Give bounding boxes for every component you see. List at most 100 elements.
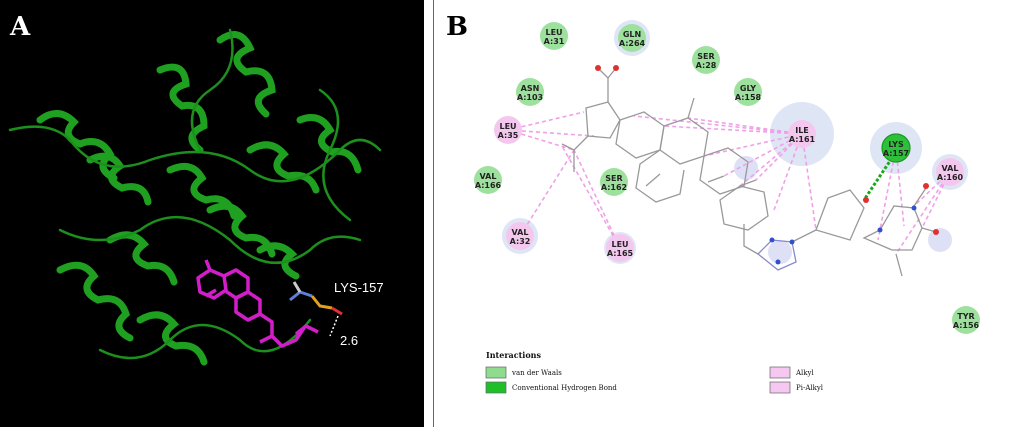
residue-number: A:156 <box>953 321 980 330</box>
residue-number: A:161 <box>789 135 816 144</box>
residue-number: A:31 <box>544 37 565 46</box>
hydrogen-bond-line <box>862 157 894 201</box>
legend-label-hbond: Conventional Hydrogen Bond <box>512 384 617 392</box>
residue-disc <box>952 306 980 334</box>
protein-cartoon: LYS-157 2.6 <box>8 28 384 366</box>
residue-number: A:157 <box>883 149 909 158</box>
alkyl-interaction-line <box>687 117 803 135</box>
residue-number: A:264 <box>619 39 646 48</box>
helix-4 <box>86 152 152 206</box>
residue-number: A:165 <box>607 249 634 258</box>
residue-disc <box>474 166 502 194</box>
helix-6 <box>296 114 362 174</box>
helix-1 <box>216 31 276 118</box>
residue-name: LEU <box>545 28 562 37</box>
alkyl-interaction-line <box>519 149 575 237</box>
residue-disc <box>540 22 568 50</box>
alkyl-interaction-line <box>895 147 905 227</box>
alkyl-interaction-line <box>801 133 817 231</box>
alkyl-interaction-line <box>877 147 897 241</box>
legend-label-vdw: van der Waals <box>511 369 562 377</box>
alkyl-interaction-line <box>573 149 621 249</box>
residue-disc <box>692 46 720 74</box>
residue-number: A:158 <box>735 93 762 102</box>
pi-alkyl-blob <box>734 156 758 180</box>
alkyl-interaction-line <box>507 129 595 137</box>
residue-disc <box>606 234 634 262</box>
loop-1 <box>8 125 382 183</box>
residue-name: TYR <box>957 312 974 321</box>
helix-12 <box>256 242 300 280</box>
heteroatoms <box>595 65 939 265</box>
residue-number: A:160 <box>937 173 964 182</box>
residue-name: SER <box>605 174 622 183</box>
legend-swatch-alkyl <box>769 366 791 379</box>
alkyl-interaction-line <box>561 145 621 249</box>
loop-2 <box>58 215 362 265</box>
residue-disc <box>881 133 911 163</box>
helix-10 <box>106 231 178 286</box>
legend-label-pi-alkyl: Pi-Alkyl <box>796 384 824 392</box>
helix-7 <box>166 162 238 220</box>
helix-5 <box>246 141 320 194</box>
interaction-diagram: LEUA:31GLNA:264SERA:28ASNA:103GLYA:158LE… <box>474 20 980 394</box>
pi-alkyl-blob <box>768 240 792 264</box>
alkyl-interaction-line <box>723 133 803 177</box>
legend-swatch-pi-alkyl <box>769 381 791 394</box>
residue-number: A:35 <box>498 131 519 140</box>
helix-11 <box>136 311 208 366</box>
residue-name: GLN <box>623 30 641 39</box>
helix-3 <box>36 110 118 182</box>
residue-name: LEU <box>499 122 516 131</box>
loop-3 <box>98 318 312 360</box>
residue-name: VAL <box>512 228 529 237</box>
residue-number: A:103 <box>517 93 543 102</box>
residue-name: VAL <box>480 172 497 181</box>
loop-4 <box>190 28 234 152</box>
alkyl-interaction-line <box>507 129 575 151</box>
residue-number: A:28 <box>696 61 717 70</box>
alkyl-interaction-line <box>703 133 803 157</box>
residue-number: A:162 <box>601 183 627 192</box>
legend: Interactions van der Waals Conventional … <box>485 350 824 394</box>
residue-number: A:166 <box>475 181 502 190</box>
alkyl-interaction-line <box>895 171 951 255</box>
loop-5 <box>318 88 352 222</box>
residue-disc <box>734 78 762 106</box>
legend-title: Interactions <box>486 350 542 360</box>
residue-name: SER <box>697 52 714 61</box>
helix-9 <box>56 261 134 342</box>
lys157-sticks <box>289 281 343 316</box>
hbond-line-a <box>329 315 339 337</box>
alkyl-interaction-line <box>507 111 585 131</box>
residue-name: VAL <box>942 164 959 173</box>
residue-name: ASN <box>521 84 540 93</box>
legend-swatch-vdw <box>485 366 507 379</box>
residue-name: GLY <box>740 84 756 93</box>
pi-alkyl-blob <box>928 228 952 252</box>
legend-swatch-hbond <box>485 381 507 394</box>
distance-label: 2.6 <box>340 333 358 348</box>
helix-8 <box>206 202 276 258</box>
residue-disc <box>936 158 964 186</box>
residue-name: ILE <box>795 126 809 135</box>
panel-a-letter: A <box>10 12 31 42</box>
alkyl-interaction-line <box>633 115 803 135</box>
residue-disc <box>600 168 628 196</box>
residue-number: A:32 <box>510 237 531 246</box>
residue-disc <box>516 78 544 106</box>
panel-a: LYS-157 2.6 A <box>0 0 424 427</box>
residue-disc <box>618 24 646 52</box>
